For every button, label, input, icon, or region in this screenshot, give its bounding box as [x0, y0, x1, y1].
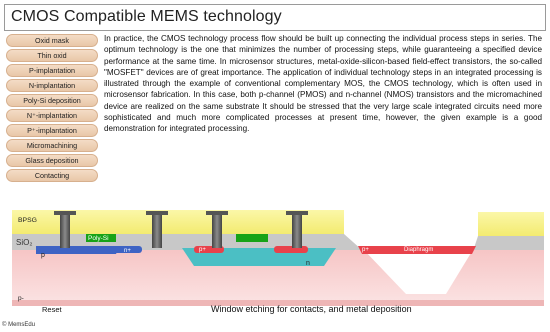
- sio2-oxide-right: [474, 236, 544, 250]
- step-button-glass-deposition[interactable]: Glass deposition: [6, 154, 98, 167]
- step-button-n-implantation[interactable]: N-implantation: [6, 79, 98, 92]
- step-button-micromachining[interactable]: Micromachining: [6, 139, 98, 152]
- label-poly-si: Poly-Si: [88, 235, 109, 242]
- p-well: [36, 246, 120, 254]
- step-caption: Window etching for contacts, and metal d…: [211, 304, 412, 314]
- label-p-minus: p-: [18, 295, 24, 302]
- label-n: n: [306, 260, 310, 267]
- diaphragm-layer: [358, 246, 476, 254]
- metal-contacts: [54, 211, 308, 248]
- bpsg-glass-layer: [12, 210, 344, 234]
- step-button-oxid-mask[interactable]: Oxid mask: [6, 34, 98, 47]
- substrate-p-minus: [12, 248, 544, 304]
- description-paragraph: In practice, the CMOS technology process…: [104, 34, 542, 134]
- step-button-pplus-implantation[interactable]: P⁺-implantation: [6, 124, 98, 137]
- poly-si-gate-2: [236, 234, 268, 242]
- process-steps-menu: Oxid mask Thin oxid P-implantation N-imp…: [6, 34, 98, 184]
- label-pplus-2: p+: [362, 247, 369, 253]
- label-nplus: n+: [124, 248, 131, 254]
- step-button-nplus-implantation[interactable]: N⁺-implantation: [6, 109, 98, 122]
- label-p: p: [41, 252, 45, 259]
- step-button-thin-oxid[interactable]: Thin oxid: [6, 49, 98, 62]
- label-pplus-1: p+: [199, 247, 206, 253]
- label-diaphragm: Diaphragm: [404, 247, 433, 253]
- copyright-text: © MemsEdu: [2, 322, 36, 328]
- nplus-left: [112, 246, 142, 253]
- cross-section-diagram: BPSG SiO₂ Poly-Si p n+ p+ n p+ Diaphragm…: [12, 210, 544, 306]
- pplus-region-2: [274, 246, 308, 253]
- title-bar: CMOS Compatible MEMS technology: [4, 4, 546, 31]
- bpsg-glass-right: [478, 212, 544, 236]
- reset-button[interactable]: Reset: [42, 305, 62, 314]
- step-button-contacting[interactable]: Contacting: [6, 169, 98, 182]
- label-sio2: SiO₂: [16, 238, 32, 247]
- poly-si-gate-1: [86, 234, 116, 242]
- page-title: CMOS Compatible MEMS technology: [11, 8, 282, 25]
- step-button-p-implantation[interactable]: P-implantation: [6, 64, 98, 77]
- label-bpsg: BPSG: [18, 217, 37, 224]
- step-button-poly-si-deposition[interactable]: Poly-Si deposition: [6, 94, 98, 107]
- reset-bar: [12, 300, 544, 306]
